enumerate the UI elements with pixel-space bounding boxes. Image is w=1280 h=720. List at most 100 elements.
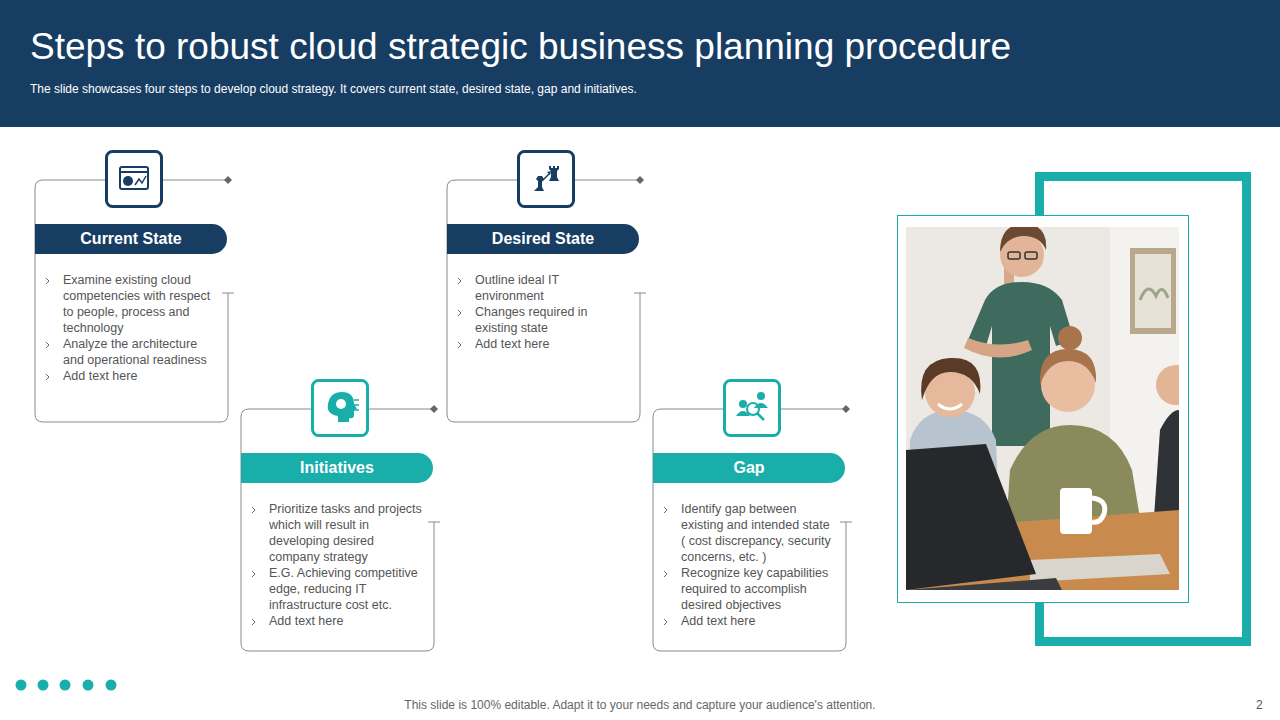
bullet-text: Add text here [681, 614, 755, 628]
icon-box [725, 381, 780, 436]
bullet-chevron [251, 506, 257, 514]
card-graphic [123, 176, 133, 186]
bullet-chevron [663, 618, 669, 626]
bullet-item: Add text here [681, 613, 836, 629]
bullet-item: Analyze the architecture and operational… [63, 336, 218, 368]
step-card: GapIdentify gap between existing and int… [653, 409, 846, 651]
bracket-tick [222, 293, 234, 294]
bullet-item: Outline ideal IT environment [475, 272, 630, 304]
bullet-list: Identify gap between existing and intend… [681, 501, 836, 629]
icon-box [313, 381, 368, 436]
step-heading: Initiatives [300, 459, 374, 477]
bullet-chevron [664, 507, 667, 513]
card-graphic [542, 173, 550, 181]
card-graphic [120, 167, 148, 189]
bullet-chevron [458, 310, 461, 316]
line-end-diamond [636, 176, 644, 184]
bullet-chevron [46, 374, 49, 380]
step-icon [534, 166, 559, 191]
card-border [35, 180, 228, 422]
card-graphic [757, 392, 765, 400]
bullet-chevron [664, 619, 667, 625]
page-number: 2 [1256, 698, 1263, 712]
step-icon [120, 167, 148, 189]
card-outline [241, 381, 440, 652]
step-card: InitiativesPrioritize tasks and projects… [241, 409, 434, 651]
card-graphic [547, 171, 551, 175]
step-icon [328, 392, 359, 422]
bullet-list: Examine existing cloud competencies with… [63, 272, 218, 384]
slide-title: Steps to robust cloud strategic business… [30, 26, 1011, 68]
bullet-chevron [663, 506, 669, 514]
step-band: Gap [653, 453, 845, 483]
icon-box [519, 152, 574, 207]
card-graphic [739, 400, 747, 408]
bullet-text: Add text here [269, 614, 343, 628]
bracket-tick [634, 293, 646, 294]
bullet-list: Outline ideal IT environmentChanges requ… [475, 272, 630, 352]
bullet-text: Recognize key capabilities required to a… [681, 566, 828, 612]
bullet-text: Examine existing cloud competencies with… [63, 273, 210, 335]
bullet-item: Recognize key capabilities required to a… [681, 565, 836, 613]
step-band: Current State [35, 224, 227, 254]
bullet-chevron [457, 277, 463, 285]
card-graphic [354, 409, 359, 411]
bullet-item: Identify gap between existing and intend… [681, 501, 836, 565]
bullet-text: Add text here [475, 337, 549, 351]
bullet-item: Add text here [63, 368, 218, 384]
team-photo [906, 227, 1179, 590]
bullet-item: Prioritize tasks and projects which will… [269, 501, 424, 565]
icon-box [107, 152, 162, 207]
step-heading: Gap [733, 459, 764, 477]
bullet-chevron [251, 618, 257, 626]
bullet-text: Prioritize tasks and projects which will… [269, 502, 422, 564]
bullet-chevron [457, 341, 463, 349]
card-border [241, 409, 434, 651]
card-graphic [135, 176, 146, 185]
bullet-item: E.G. Achieving competitive edge, reducin… [269, 565, 424, 613]
line-end-diamond [430, 405, 438, 413]
bullet-chevron [252, 619, 255, 625]
bullet-text: Analyze the architecture and operational… [63, 337, 207, 367]
line-end-diamond [842, 405, 850, 413]
bullet-text: Add text here [63, 369, 137, 383]
card-outline [447, 152, 646, 423]
bullet-chevron [252, 571, 255, 577]
card-graphic [120, 171, 148, 173]
card-outline [35, 152, 234, 423]
bullet-item: Add text here [269, 613, 424, 629]
bullet-chevron [45, 373, 51, 381]
bullet-chevron [45, 341, 51, 349]
bullet-chevron [46, 342, 49, 348]
bullet-chevron [252, 507, 255, 513]
bullet-chevron [458, 342, 461, 348]
bullet-chevron [664, 571, 667, 577]
bullet-text: Outline ideal IT environment [475, 273, 559, 303]
card-graphic [336, 399, 346, 409]
footer-note: This slide is 100% editable. Adapt it to… [0, 698, 1280, 712]
card-graphic [354, 399, 359, 401]
bullet-text: Identify gap between existing and intend… [681, 502, 831, 564]
photo-mat [898, 216, 1189, 603]
step-band: Initiatives [241, 453, 433, 483]
bullet-text: Changes required in existing state [475, 305, 588, 335]
bullet-chevron [45, 277, 51, 285]
bullet-chevron [46, 278, 49, 284]
bullet-item: Examine existing cloud competencies with… [63, 272, 218, 336]
step-icon [736, 392, 768, 420]
bullet-chevron [458, 278, 461, 284]
line-end-diamond [224, 176, 232, 184]
bullet-item: Changes required in existing state [475, 304, 630, 336]
bracket-tick [428, 522, 440, 523]
step-card: Desired StateOutline ideal IT environmen… [447, 180, 640, 422]
step-band: Desired State [447, 224, 639, 254]
page-dots [16, 680, 117, 691]
step-heading: Desired State [492, 230, 594, 248]
bracket-tick [840, 522, 852, 523]
bullet-text: E.G. Achieving competitive edge, reducin… [269, 566, 418, 612]
card-graphic [757, 413, 764, 420]
card-graphic [534, 176, 544, 191]
bullet-chevron [663, 570, 669, 578]
card-graphic [354, 404, 359, 406]
